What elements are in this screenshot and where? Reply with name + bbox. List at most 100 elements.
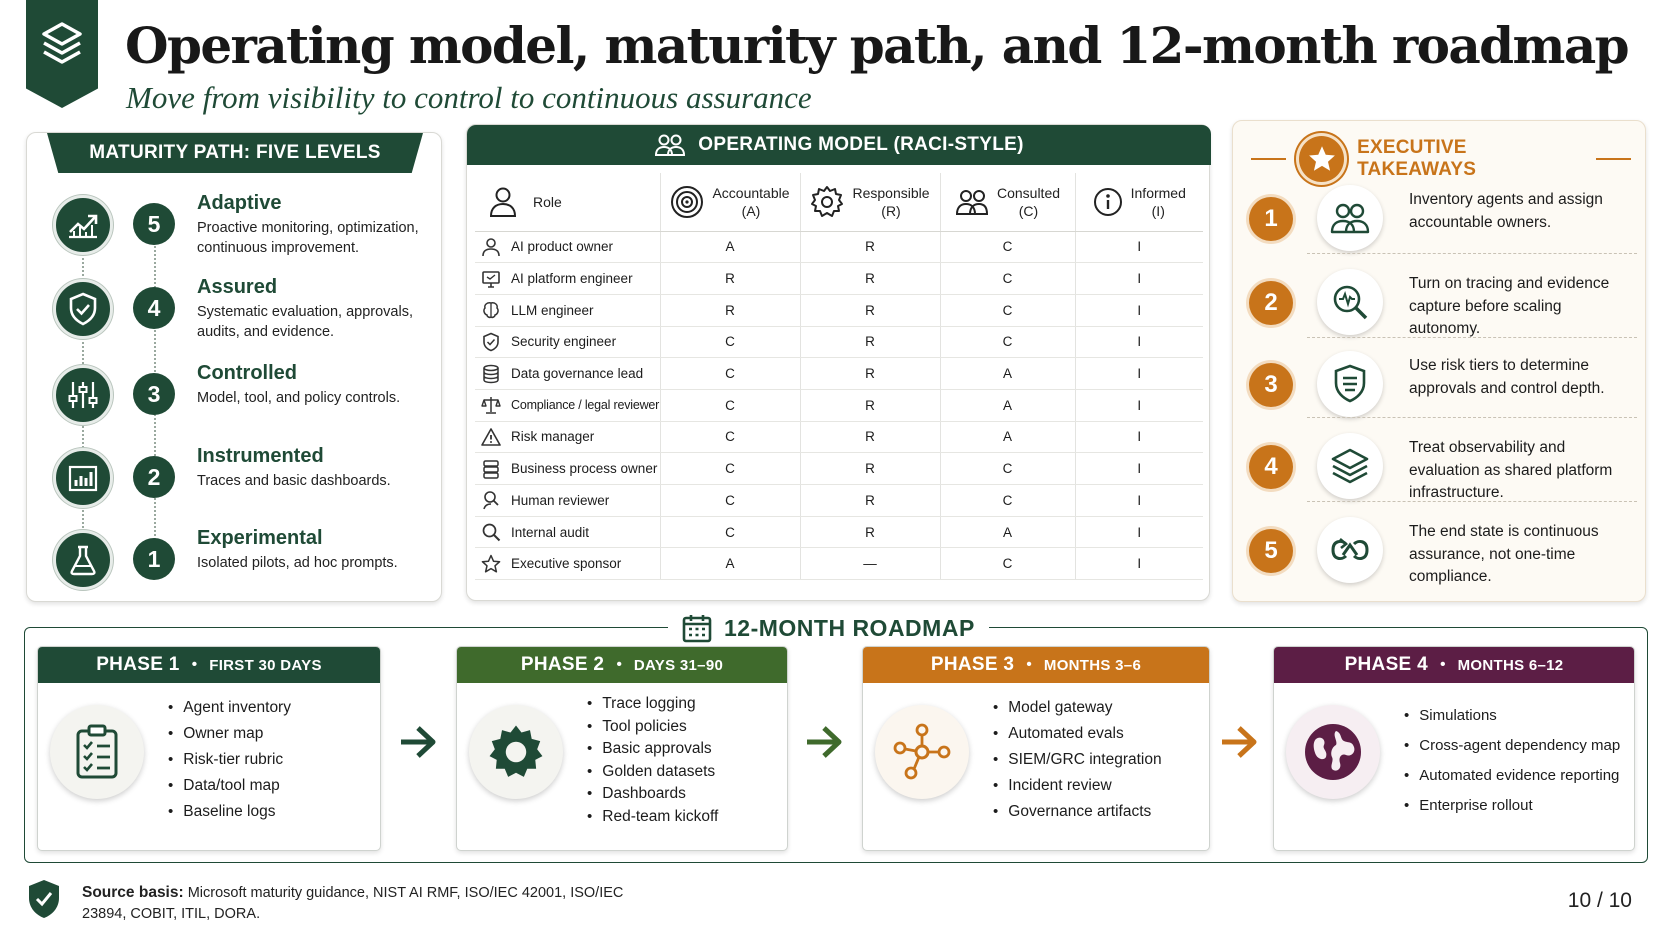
- maturity-level-number: 4: [133, 287, 175, 329]
- cell-informed: I: [1075, 294, 1203, 327]
- role-name: Security engineer: [511, 334, 617, 350]
- maturity-level-desc: Proactive monitoring, optimization, cont…: [197, 220, 419, 256]
- list-item: Simulations: [1404, 701, 1620, 731]
- database-icon: [483, 364, 499, 383]
- cell-responsible: R: [800, 389, 941, 422]
- table-row: Executive sponsor A — C I: [475, 547, 1203, 581]
- phase-header: PHASE 2 • DAYS 31–90: [457, 647, 787, 683]
- cell-informed: I: [1075, 547, 1203, 581]
- trend-chart-icon: [53, 195, 113, 255]
- maturity-level-5: 5 Adaptive Proactive monitoring, optimiz…: [27, 190, 443, 270]
- cell-consulted: C: [940, 262, 1076, 295]
- takeaway-text: Inventory agents and assign accountable …: [1409, 191, 1603, 231]
- phase-items: Simulations Cross-agent dependency map A…: [1404, 701, 1620, 821]
- star-icon: [481, 554, 501, 573]
- maturity-level-desc: Model, tool, and policy controls.: [197, 390, 401, 406]
- list-item: Owner map: [168, 721, 291, 747]
- cell-responsible: R: [800, 231, 941, 264]
- cell-informed: I: [1075, 389, 1203, 422]
- maturity-level-number: 1: [133, 538, 175, 580]
- raci-table: Role Accountable(A) Responsible(R): [475, 173, 1203, 581]
- cell-responsible: R: [800, 294, 941, 327]
- source-label: Source basis:: [82, 884, 184, 901]
- role-name: Human reviewer: [511, 492, 610, 508]
- cell-accountable: C: [660, 326, 801, 359]
- list-item: Automated evidence reporting: [1404, 761, 1620, 791]
- table-row: Risk manager C R A I: [475, 421, 1203, 454]
- reviewer-icon: [483, 491, 499, 510]
- shield-icon: [483, 332, 499, 352]
- list-item: Model gateway: [993, 695, 1162, 721]
- phase-card-3: PHASE 3 • MONTHS 3–6 Model gateway Autom…: [862, 646, 1210, 851]
- list-item: Tool policies: [587, 716, 718, 739]
- source-basis: Source basis: Microsoft maturity guidanc…: [82, 882, 642, 925]
- maturity-card: MATURITY PATH: FIVE LEVELS 5 Adaptive Pr…: [26, 132, 442, 602]
- info-icon: [1093, 187, 1122, 216]
- phase-card-4: PHASE 4 • MONTHS 6–12 Simulations Cross-…: [1273, 646, 1635, 851]
- raci-header-row: Role Accountable(A) Responsible(R): [475, 173, 1203, 232]
- globe-icon: [1286, 705, 1380, 799]
- cell-responsible: R: [800, 421, 941, 454]
- roadmap-header: 12-MONTH ROADMAP: [668, 608, 989, 648]
- magnifier-icon: [482, 523, 501, 542]
- takeaway-number: 1: [1249, 197, 1293, 241]
- list-item: Red-team kickoff: [587, 806, 718, 829]
- takeaway-number: 2: [1249, 281, 1293, 325]
- divider: [1307, 253, 1637, 254]
- maturity-title: MATURITY PATH: FIVE LEVELS: [47, 133, 423, 173]
- role-name: Data governance lead: [511, 366, 644, 382]
- role-name: Executive sponsor: [511, 556, 622, 572]
- maturity-level-name: Adaptive: [197, 192, 282, 214]
- takeaway-item: 2 Turn on tracing and evidence capture b…: [1233, 261, 1647, 345]
- maturity-level-3: 3 Controlled Model, tool, and policy con…: [27, 360, 443, 440]
- takeaways-card: EXECUTIVE TAKEAWAYS 1 Inventory agents a…: [1232, 120, 1646, 602]
- phase-timeframe: MONTHS 3–6: [1043, 656, 1142, 674]
- takeaway-number: 4: [1249, 445, 1293, 489]
- infinity-loop-icon: [1317, 517, 1383, 583]
- list-item: Enterprise rollout: [1404, 791, 1620, 821]
- maturity-level-name: Instrumented: [197, 445, 324, 467]
- logo-badge: [26, 0, 98, 108]
- divider: [1595, 158, 1631, 160]
- cell-consulted: A: [940, 421, 1076, 454]
- network-hub-icon: [875, 705, 969, 799]
- target-icon: [671, 185, 704, 218]
- divider: [1251, 158, 1287, 160]
- layers-icon: [1317, 433, 1383, 499]
- cell-accountable: C: [660, 516, 801, 549]
- person-icon: [482, 238, 500, 256]
- phase-card-1: PHASE 1 • FIRST 30 DAYS Agent inventory …: [37, 646, 381, 851]
- maturity-level-1: 1 Experimental Isolated pilots, ad hoc p…: [27, 525, 443, 605]
- maturity-level-2: 2 Instrumented Traces and basic dashboar…: [27, 443, 443, 523]
- list-item: Cross-agent dependency map: [1404, 731, 1620, 761]
- separator-dot: •: [191, 656, 198, 673]
- cell-informed: I: [1075, 484, 1203, 517]
- column-header-accountable: Accountable(A): [660, 173, 801, 232]
- role-name: Internal audit: [511, 524, 590, 540]
- phase-items: Trace logging Tool policies Basic approv…: [587, 693, 718, 828]
- page-title: Operating model, maturity path, and 12-m…: [125, 16, 1630, 75]
- role-name: AI platform engineer: [511, 271, 633, 287]
- raci-header: OPERATING MODEL (RACI-STYLE): [467, 125, 1211, 165]
- maturity-level-desc: Systematic evaluation, approvals, audits…: [197, 304, 413, 340]
- divider: [1307, 417, 1637, 418]
- cell-accountable: R: [660, 294, 801, 327]
- divider: [1307, 501, 1637, 502]
- cell-accountable: C: [660, 452, 801, 485]
- stack-icon: [483, 459, 499, 479]
- shield-check-icon: [29, 880, 59, 918]
- table-row: Human reviewer C R C I: [475, 484, 1203, 517]
- cell-responsible: R: [800, 262, 941, 295]
- phase-name: PHASE 2: [520, 654, 605, 675]
- cell-accountable: R: [660, 262, 801, 295]
- table-row: Security engineer C R C I: [475, 326, 1203, 359]
- role-name: Compliance / legal reviewer: [511, 398, 660, 413]
- bar-chart-icon: [53, 448, 113, 508]
- role-name: AI product owner: [511, 239, 614, 255]
- cell-responsible: —: [800, 547, 941, 581]
- table-row: Compliance / legal reviewer C R A I: [475, 389, 1203, 422]
- column-header-role: Role: [475, 173, 661, 232]
- list-item: SIEM/GRC integration: [993, 747, 1161, 773]
- flask-icon: [53, 530, 113, 590]
- arrow-right-icon: [807, 726, 842, 758]
